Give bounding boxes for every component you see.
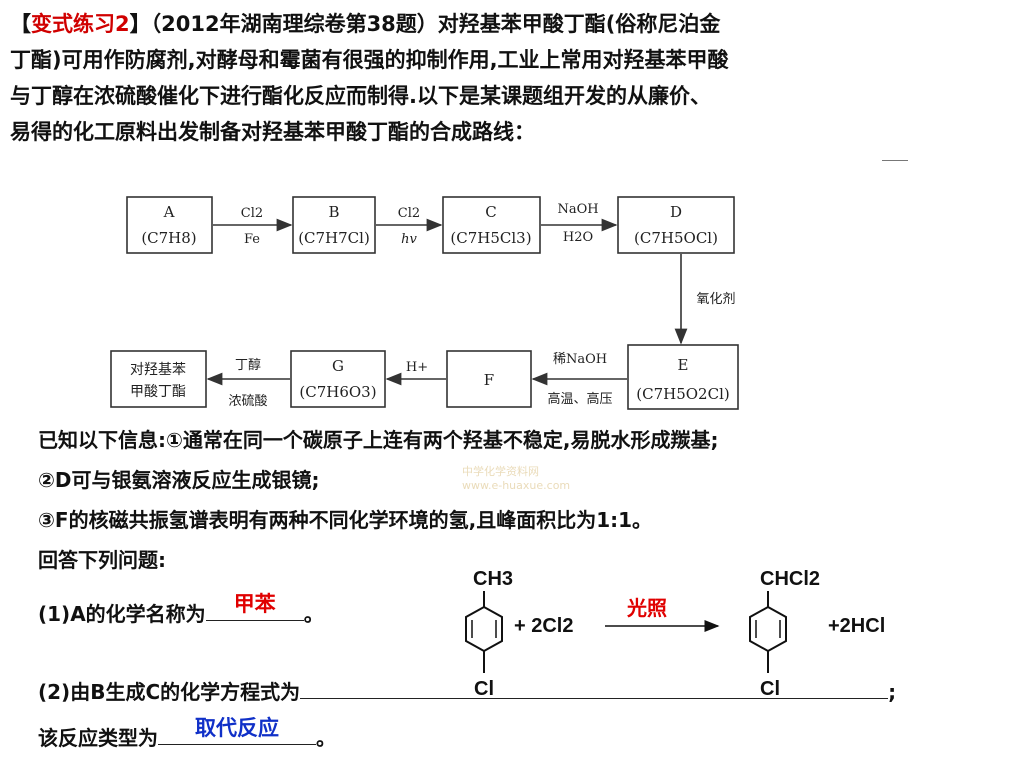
- reactant-top-group: CH3: [473, 568, 513, 590]
- label-E: E: [678, 356, 689, 374]
- intro-line-3: 与丁醇在浓硫酸催化下进行酯化反应而制得.以下是某课题组开发的从廉价、: [10, 84, 711, 108]
- watermark-line-2: www.e-huaxue.com: [462, 479, 571, 492]
- label-B: B: [328, 203, 339, 221]
- product-structure: CHCl2 Cl: [749, 568, 820, 700]
- label-F: F: [484, 371, 494, 389]
- bracket-open: 【: [10, 12, 31, 36]
- reagent-DE: 氧化剂: [696, 292, 735, 307]
- box-product: [110, 350, 207, 408]
- q1-answer-blank: 甲苯: [205, 592, 304, 621]
- box-F: [446, 350, 532, 408]
- q1-answer: 甲苯: [233, 592, 276, 616]
- reagent-BC-top: Cl2: [398, 206, 420, 221]
- reagent-EF-bottom: 高温、高压: [547, 391, 612, 407]
- reactant-structure: CH3 Cl: [465, 568, 513, 700]
- bracket-close: 】: [129, 12, 151, 36]
- product-bottom-group: Cl: [760, 678, 780, 700]
- q3-prefix: 该反应类型为: [38, 726, 158, 750]
- reactant-bottom-group: Cl: [474, 678, 494, 700]
- product-top-group: CHCl2: [760, 568, 820, 590]
- reagent-AB-top: Cl2: [241, 206, 263, 221]
- box-B: [292, 196, 376, 254]
- box-E: [627, 344, 739, 410]
- formula-A: (C7H8): [141, 229, 196, 247]
- reagent-Gprod-bottom: 浓硫酸: [228, 394, 267, 409]
- box-C: [442, 196, 541, 254]
- watermark-line-1: 中学化学资料网: [462, 465, 539, 478]
- reagent-CD-top: NaOH: [557, 202, 598, 217]
- q2-prefix: (2)由B生成C的化学方程式为: [38, 680, 301, 704]
- intro-text-1: （2012年湖南理综卷第38题）对羟基苯甲酸丁酯(俗称尼泊金: [150, 12, 721, 36]
- formula-B: (C7H7Cl): [298, 229, 370, 247]
- reagent-FG-top: H+: [406, 360, 428, 375]
- watermark: 中学化学资料网 www.e-huaxue.com: [462, 463, 570, 492]
- q2-suffix: ;: [888, 680, 897, 704]
- known-info: 已知以下信息:①通常在同一个碳原子上连有两个羟基不稳定,易脱水形成羰基; ②D可…: [38, 420, 719, 580]
- label-G: G: [332, 357, 344, 375]
- product-line-2: 甲酸丁酯: [130, 384, 186, 400]
- label-C: C: [485, 203, 496, 221]
- box-A: [126, 196, 213, 254]
- reagent-Gprod-top: 丁醇: [235, 357, 261, 373]
- info-line-4: 回答下列问题:: [38, 548, 166, 572]
- reaction-equation: CH3 Cl + 2Cl2 光照 CHCl2 Cl +2HCl: [465, 568, 885, 700]
- reaction-condition: 光照: [626, 597, 667, 620]
- q2-answer-blank: [300, 676, 889, 699]
- exercise-tag: 变式练习: [31, 12, 115, 36]
- q3-answer-blank: 取代反应: [158, 716, 316, 745]
- synthesis-route-diagram: A (C7H8) B (C7H7Cl) C (C7H5Cl3) D (C7H5O…: [110, 196, 739, 410]
- formula-D: (C7H5OCl): [634, 229, 718, 247]
- q1-suffix: 。: [303, 602, 324, 626]
- question-3: 该反应类型为 取代反应 。: [38, 716, 336, 751]
- info-line-1: 已知以下信息:①通常在同一个碳原子上连有两个羟基不稳定,易脱水形成羰基;: [38, 428, 719, 452]
- reagent-CD-bottom: H2O: [563, 230, 593, 245]
- q3-answer: 取代反应: [195, 716, 279, 740]
- reagent-AB-bottom: Fe: [244, 232, 260, 247]
- formula-E: (C7H5O2Cl): [636, 385, 729, 403]
- box-D: [617, 196, 735, 254]
- question-1: (1)A的化学名称为 甲苯 。: [38, 592, 324, 627]
- label-D: D: [670, 203, 682, 221]
- intro-line-2: 丁酯)可用作防腐剂,对酵母和霉菌有很强的抑制作用,工业上常用对羟基苯甲酸: [10, 48, 729, 72]
- intro-paragraph: 【变式练习2】（2012年湖南理综卷第38题）对羟基苯甲酸丁酯(俗称尼泊金 丁酯…: [10, 6, 1010, 150]
- divider-mark: [882, 160, 908, 161]
- reagent-EF-top: 稀NaOH: [553, 352, 607, 367]
- intro-line-1: 【变式练习2】（2012年湖南理综卷第38题）对羟基苯甲酸丁酯(俗称尼泊金: [10, 6, 1010, 42]
- q3-suffix: 。: [316, 726, 336, 750]
- intro-line-4: 易得的化工原料出发制备对羟基苯甲酸丁酯的合成路线：: [10, 120, 535, 144]
- formula-C: (C7H5Cl3): [450, 229, 531, 247]
- info-line-3: ③F的核磁共振氢谱表明有两种不同化学环境的氢,且峰面积比为1:1。: [38, 508, 653, 532]
- plus-chlorine: + 2Cl2: [514, 615, 573, 637]
- q1-prefix: (1)A的化学名称为: [38, 602, 206, 626]
- reagent-BC-bottom: hv: [401, 232, 417, 247]
- label-A: A: [163, 203, 175, 221]
- product-line-1: 对羟基苯: [130, 361, 186, 378]
- formula-G: (C7H6O3): [299, 383, 376, 401]
- exercise-number: 2: [115, 12, 130, 36]
- info-line-2: ②D可与银氨溶液反应生成银镜;: [38, 468, 320, 492]
- hcl-product: +2HCl: [828, 615, 885, 637]
- box-G: [290, 350, 386, 408]
- question-2: (2)由B生成C的化学方程式为;: [38, 676, 896, 705]
